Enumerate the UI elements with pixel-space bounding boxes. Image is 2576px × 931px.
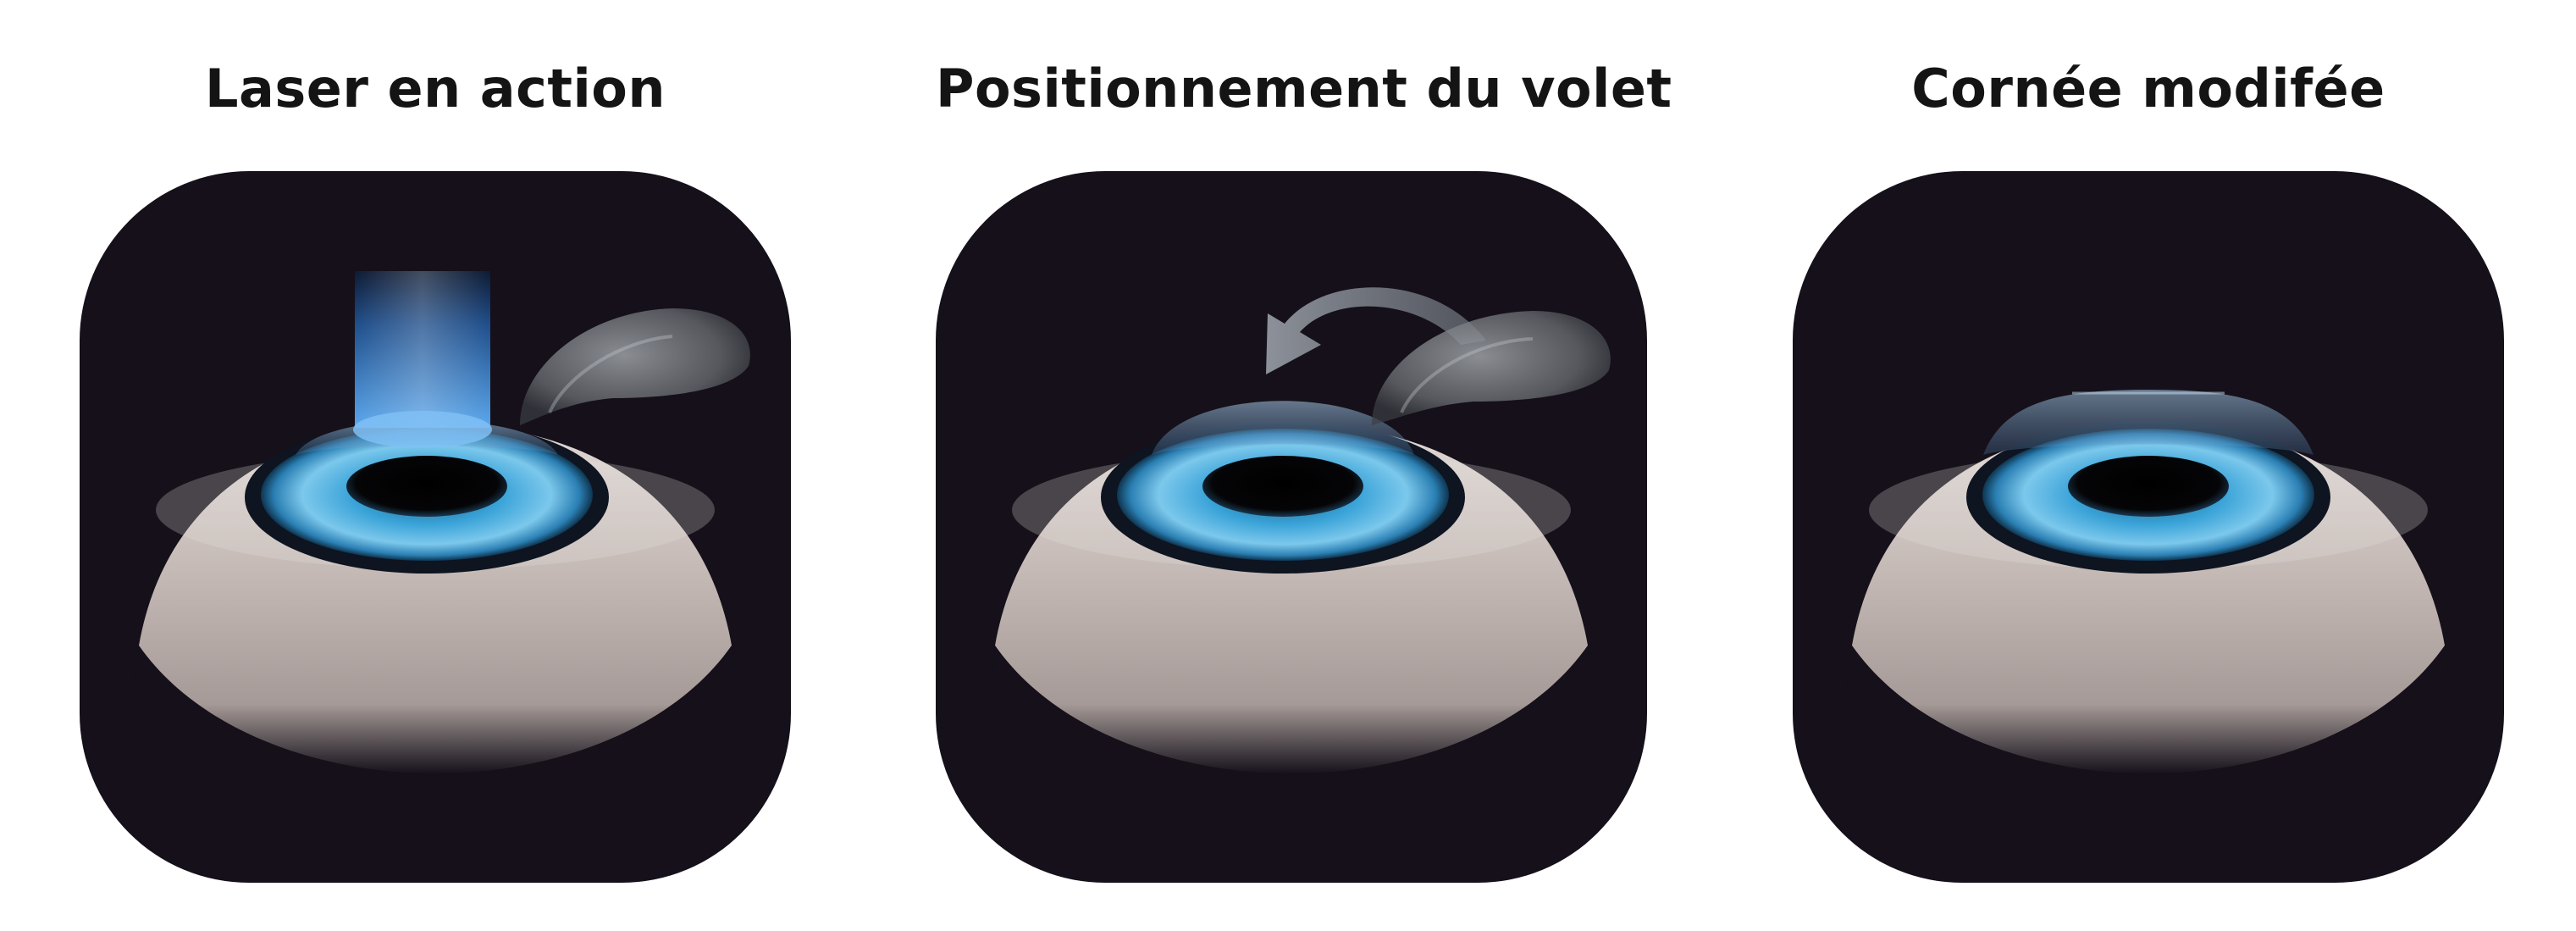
corneal-flap-icon [1372,311,1611,425]
panel-laser: Laser en action [80,0,791,931]
illustration-tile [80,171,791,883]
curved-arrow-icon [1266,287,1486,374]
eye-illustration [130,271,750,834]
corneal-flap-icon [520,308,750,425]
panel-title: Positionnement du volet [936,58,1672,119]
cornea [1983,390,2313,455]
illustration-tile [936,171,1647,883]
iris [245,421,609,574]
cornea [1152,401,1414,455]
laser-beam-icon [353,271,492,448]
iris [1966,421,2330,574]
panel-flap-positioning: Positionnement du volet [936,0,1672,931]
panel-title: Cornée modifée [1911,58,2385,119]
eye-illustration [1844,390,2453,834]
illustration-tile [1793,171,2504,883]
panel-title: Laser en action [205,58,666,119]
iris [1101,421,1465,574]
panel-modified-cornea: Cornée modifée [1793,0,2504,931]
eye-illustration [987,287,1611,834]
